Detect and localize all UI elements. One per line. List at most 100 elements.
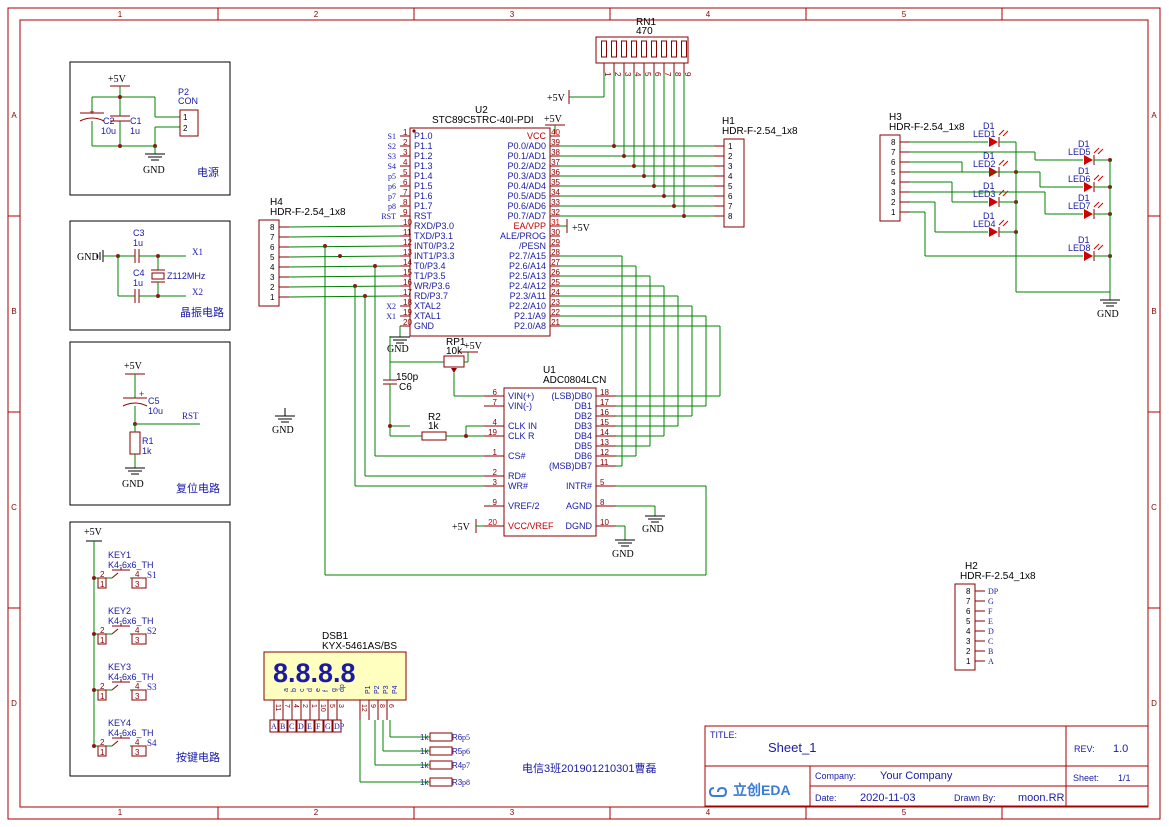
mcu-pin-num: 29 <box>551 238 560 247</box>
mcu-pin-name: P0.2/AD2 <box>507 161 546 171</box>
led-rays <box>1093 174 1104 182</box>
rn1-pin-num: 5 <box>643 72 652 77</box>
sheet-value: 1/1 <box>1118 773 1131 783</box>
mcu-pin-num: 40 <box>551 128 560 137</box>
mcu-pin-name: P2.1/A9 <box>514 311 546 321</box>
c4-ref: C4 <box>133 268 145 278</box>
rn1-pin-num: 3 <box>623 72 632 77</box>
rn1-value: 470 <box>636 26 653 37</box>
mcu-pin-name: P1.2 <box>414 151 433 161</box>
key-pad <box>97 745 107 757</box>
power-vcc-label: +5V <box>108 74 127 85</box>
key-pin: 2 <box>100 570 105 579</box>
adc-pin-name: (LSB)DB0 <box>551 391 592 401</box>
mcu-pin-num: 16 <box>403 278 412 287</box>
seg-letter: dp <box>339 684 346 692</box>
rn1-pin-num: 7 <box>663 72 672 77</box>
crystal-title: 晶振电路 <box>180 305 224 319</box>
led-icon <box>989 227 998 237</box>
mcu-pin-num: 3 <box>403 148 408 157</box>
mcu-pin-num: 27 <box>551 258 560 267</box>
h3-pin-num: 5 <box>891 168 896 177</box>
key-pad <box>131 745 147 757</box>
dsb-pin-num: 10 <box>319 704 326 712</box>
rn1-ref: RN1 <box>636 17 656 28</box>
h3-pin-num: 3 <box>891 188 896 197</box>
mcu-pin-name: P0.7/AD7 <box>507 211 546 221</box>
lceda-logo-icon <box>708 786 728 797</box>
key-ref: KEY4 <box>108 718 131 728</box>
rp1-vcc-label: +5V <box>464 341 483 352</box>
mcu-pin-num: 38 <box>551 148 560 157</box>
h4-ref: H4 <box>270 197 283 208</box>
mcu-pin-num: 25 <box>551 278 560 287</box>
h1-pin-num: 3 <box>728 162 733 171</box>
c6-ref: C6 <box>399 382 412 393</box>
c2-ref: C2 <box>103 116 115 126</box>
row-label-right-c: C <box>1151 503 1157 512</box>
p2-pin-1: 1 <box>183 113 188 122</box>
col-label-top-1: 1 <box>118 10 123 19</box>
key-pin: 2 <box>100 738 105 747</box>
h4-pin-num: 6 <box>270 243 275 252</box>
adc-pin-num: 13 <box>600 438 609 447</box>
rn1-vcc-label: +5V <box>547 93 566 104</box>
p2-pin-2: 2 <box>183 124 188 133</box>
h1-ref: H1 <box>722 116 735 127</box>
key-pin: 4 <box>135 682 140 691</box>
led-designator: D1 <box>1078 235 1090 245</box>
mcu-net-label: RST <box>381 212 396 221</box>
wire <box>288 255 401 258</box>
h2-net-label: DP <box>988 587 999 596</box>
dsb-net-label: F <box>316 722 321 731</box>
p2-value: CON <box>178 96 198 106</box>
adc-pin-num: 18 <box>600 388 609 397</box>
mcu-pin-num: 32 <box>551 208 560 217</box>
mcu-pin-num: 6 <box>403 178 408 187</box>
reset-block: +5V + C5 10u RST R1 1k GND 复位电路 <box>69 341 231 506</box>
adc-pin-name: DB6 <box>574 451 592 461</box>
mcu-pin-num: 8 <box>403 198 408 207</box>
adc-pin-num: 9 <box>493 498 498 507</box>
mcu-pin-num: 14 <box>403 258 412 267</box>
adc-pin-name: VCC/VREF <box>508 521 554 531</box>
key-pin: 3 <box>135 580 140 589</box>
mcu-pin-name: P0.5/AD5 <box>507 191 546 201</box>
reset-gnd-label: GND <box>122 479 144 490</box>
leds-gnd-label: GND <box>1097 309 1119 320</box>
mcu-pin-num: 11 <box>403 228 412 237</box>
power-title: 电源 <box>197 165 219 179</box>
h4-pin-num: 8 <box>270 223 275 232</box>
digit-label: P3 <box>383 685 390 694</box>
mcu-pin-name: ALE/PROG <box>500 231 546 241</box>
adc-pin-name: DB2 <box>574 411 592 421</box>
dsb-net-label: B <box>280 722 285 731</box>
led-designator: D1 <box>983 181 995 191</box>
mcu-pin-num: 2 <box>403 138 408 147</box>
h3-pin-num: 6 <box>891 158 896 167</box>
key-contact <box>111 572 119 579</box>
dsb-net-label: A <box>271 722 277 731</box>
h4-pin-num: 4 <box>270 263 275 272</box>
mcu-pin-num: 12 <box>403 238 412 247</box>
company-value: Your Company <box>880 770 953 782</box>
mcu-pin-num: 33 <box>551 198 560 207</box>
junction-dot <box>682 214 686 218</box>
dsb-pin-num: 12 <box>360 704 367 712</box>
key-contact <box>111 684 119 691</box>
col-label-top-2: 2 <box>314 10 319 19</box>
title-label: TITLE: <box>710 730 737 740</box>
col-label-bottom-3: 3 <box>510 808 515 817</box>
row-label-left-d: D <box>11 699 17 708</box>
wire <box>288 265 401 268</box>
adc-pin-num: 10 <box>600 518 609 527</box>
rn1-element <box>621 40 627 58</box>
h2-ref: H2 <box>965 561 978 572</box>
h3-pin-num: 8 <box>891 138 896 147</box>
h1-pin-num: 6 <box>728 192 733 201</box>
crystal-x1-label: X1 <box>192 247 203 257</box>
c2-value: 10u <box>101 126 116 136</box>
mcu-net-label: X2 <box>386 302 396 311</box>
rn1-element <box>651 40 657 58</box>
